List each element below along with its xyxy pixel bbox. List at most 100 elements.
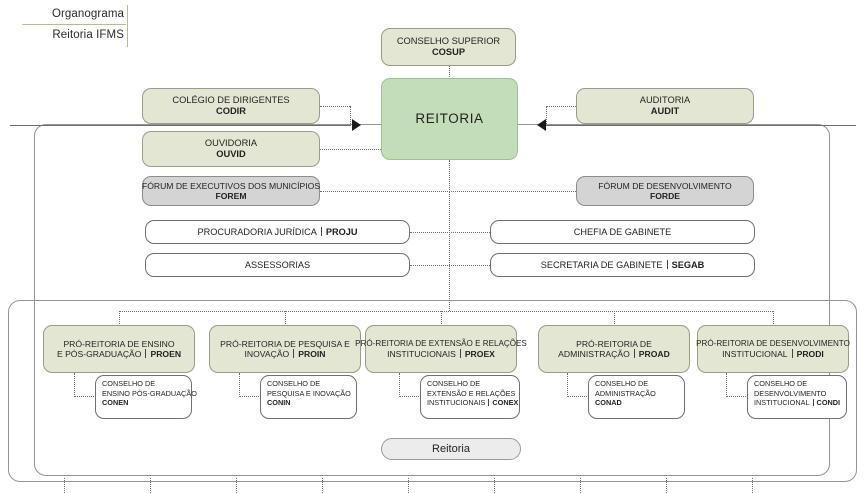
abbr-divider bbox=[791, 348, 793, 358]
node-proju[interactable]: PROCURADORIA JURÍDICA PROJU bbox=[145, 220, 410, 244]
node-conselho-conen[interactable]: CONSELHO DE ENSINO PÓS-GRADUAÇÃO CONEN bbox=[95, 375, 197, 419]
node-conselho-conin[interactable]: CONSELHO DE PESQUISA E INOVAÇÃO CONIN bbox=[260, 375, 357, 419]
node-proju-title: PROCURADORIA JURÍDICA bbox=[197, 226, 317, 237]
node-proen-line2-text: E PÓS-GRADUAÇÃO bbox=[56, 349, 142, 359]
node-chefia-de-gabinete[interactable]: CHEFIA DE GABINETE bbox=[490, 220, 755, 244]
connector-audit-vertical bbox=[546, 106, 547, 126]
connector-conselho-v-3 bbox=[567, 373, 568, 397]
connector-bottom-drop-2 bbox=[236, 478, 237, 493]
node-conen-line1: CONSELHO DE bbox=[102, 379, 156, 388]
node-cosup[interactable]: CONSELHO SUPERIOR COSUP bbox=[381, 28, 516, 66]
node-forem[interactable]: FÓRUM DE EXECUTIVOS DOS MUNICÍPIOS FOREM bbox=[142, 176, 320, 206]
node-condi-line3: INSTITUCIONAL CONDI bbox=[754, 398, 840, 408]
node-proex-line2-text: INSTITUCIONAIS bbox=[387, 348, 456, 359]
node-prodi-line1: PRÓ-REITORIA DE DESENVOLVIMENTO bbox=[696, 339, 850, 349]
connector-forem-vertical bbox=[449, 160, 450, 192]
node-condi-line1: CONSELHO DE bbox=[754, 379, 808, 388]
abbr-divider bbox=[812, 399, 814, 407]
connector-bottom-drop-4 bbox=[408, 478, 409, 493]
header-vertical-divider bbox=[127, 5, 128, 47]
node-forde-abbr: FORDE bbox=[649, 191, 681, 201]
connector-pro-drop-1 bbox=[285, 311, 286, 326]
node-proen-abbr: PROEN bbox=[150, 349, 182, 359]
connector-conselho-v-2 bbox=[399, 373, 400, 397]
node-proad-line1: PRÓ-REITORIA DE bbox=[576, 338, 652, 349]
node-audit[interactable]: AUDITORIA AUDIT bbox=[576, 88, 754, 124]
node-proex-line1: PRÓ-REITORIA DE EXTENSÃO E RELAÇÕES bbox=[355, 339, 527, 349]
abbr-divider bbox=[666, 259, 668, 269]
node-conselho-conex[interactable]: CONSELHO DE EXTENSÃO E RELAÇÕES INSTITUC… bbox=[420, 375, 520, 419]
connector-conselho-h-1 bbox=[239, 396, 261, 397]
header-divider bbox=[22, 24, 126, 25]
node-audit-title: AUDITORIA bbox=[639, 95, 691, 106]
connector-ouvid-reitoria bbox=[320, 149, 381, 150]
connector-proju-chefia bbox=[410, 232, 490, 233]
node-conselho-conad[interactable]: CONSELHO DE ADMINISTRAÇÃO CONAD bbox=[588, 375, 685, 419]
abbr-divider bbox=[293, 349, 295, 358]
node-codir-title: COLÉGIO DE DIRIGENTES bbox=[172, 95, 290, 106]
connector-assessorias-segab bbox=[410, 265, 490, 266]
connector-bottom-drop-0 bbox=[64, 478, 65, 493]
node-pro-reitoria-proen[interactable]: PRÓ-REITORIA DE ENSINO E PÓS-GRADUAÇÃO PR… bbox=[43, 325, 195, 373]
connector-audit-dotted bbox=[546, 106, 576, 107]
connector-bottom-drop-1 bbox=[150, 478, 151, 493]
connector-codir-vertical bbox=[350, 106, 351, 126]
connector-pro-drop-2 bbox=[441, 311, 442, 326]
node-reitoria[interactable]: REITORIA bbox=[381, 78, 518, 160]
node-condi-abbr: CONDI bbox=[816, 398, 841, 408]
node-conin-abbr: CONIN bbox=[267, 398, 291, 408]
frame-inner-pro-reitorias bbox=[8, 300, 857, 482]
node-conselho-condi[interactable]: CONSELHO DE DESENVOLVIMENTO INSTITUCIONA… bbox=[747, 375, 847, 419]
node-prodi-line2-text: INSTITUCIONAL bbox=[722, 348, 788, 359]
node-condi-line3-text: INSTITUCIONAL bbox=[754, 398, 810, 408]
connector-cosup-reitoria bbox=[449, 66, 450, 79]
connector-conselho-h-0 bbox=[74, 396, 96, 397]
node-conex-line2: EXTENSÃO E RELAÇÕES bbox=[427, 388, 516, 398]
node-codir-abbr: CODIR bbox=[216, 106, 246, 116]
node-proen-line1: PRÓ-REITORIA DE ENSINO bbox=[63, 338, 175, 349]
node-proex-line2: INSTITUCIONAIS PROEX bbox=[387, 348, 495, 359]
node-conad-line1: CONSELHO DE bbox=[595, 379, 649, 388]
connector-conselho-v-4 bbox=[726, 373, 727, 397]
connector-conselho-v-1 bbox=[239, 373, 240, 397]
node-ouvid-title: OUVIDORIA bbox=[204, 138, 258, 149]
node-segab-abbr: SEGAB bbox=[671, 259, 705, 270]
node-conex-line1: CONSELHO DE bbox=[427, 379, 481, 388]
node-pro-reitoria-prodi[interactable]: PRÓ-REITORIA DE DESENVOLVIMENTO INSTITUC… bbox=[696, 325, 850, 373]
node-proex-abbr: PROEX bbox=[464, 348, 495, 359]
node-segab[interactable]: SECRETARIA DE GABINETE SEGAB bbox=[490, 253, 755, 277]
node-ouvid[interactable]: OUVIDORIA OUVID bbox=[142, 131, 320, 167]
connector-forde bbox=[449, 191, 576, 192]
reitoria-pill-label: Reitoria bbox=[432, 443, 470, 455]
node-chefia-title: CHEFIA DE GABINETE bbox=[573, 226, 672, 237]
connector-pro-bus bbox=[119, 311, 773, 312]
node-forde[interactable]: FÓRUM DE DESENVOLVIMENTO FORDE bbox=[576, 176, 754, 206]
node-segab-line: SECRETARIA DE GABINETE SEGAB bbox=[540, 259, 705, 271]
node-conen-abbr: CONEN bbox=[102, 398, 129, 408]
node-proin-line1: PRÓ-REITORIA DE PESQUISA E bbox=[220, 338, 350, 349]
node-conad-abbr: CONAD bbox=[595, 398, 622, 408]
node-pro-reitoria-proex[interactable]: PRÓ-REITORIA DE EXTENSÃO E RELAÇÕES INST… bbox=[355, 325, 527, 373]
abbr-divider bbox=[459, 348, 461, 358]
node-codir[interactable]: COLÉGIO DE DIRIGENTES CODIR bbox=[142, 88, 320, 124]
abbr-divider bbox=[488, 399, 490, 407]
node-proju-abbr: PROJU bbox=[325, 226, 358, 237]
node-segab-title: SECRETARIA DE GABINETE bbox=[540, 259, 663, 270]
connector-bottom-drop-6 bbox=[580, 478, 581, 493]
node-assessorias[interactable]: ASSESSORIAS bbox=[145, 253, 410, 277]
node-conex-abbr: CONEX bbox=[492, 398, 519, 408]
node-reitoria-footer-pill[interactable]: Reitoria bbox=[381, 438, 521, 460]
connector-audit-reitoria bbox=[546, 125, 856, 126]
node-cosup-abbr: COSUP bbox=[431, 47, 466, 57]
node-ouvid-abbr: OUVID bbox=[216, 149, 246, 159]
abbr-divider bbox=[633, 349, 635, 358]
node-forem-title: FÓRUM DE EXECUTIVOS DOS MUNICÍPIOS bbox=[141, 180, 321, 191]
connector-codir-reitoria bbox=[10, 125, 350, 126]
header-logo: Organograma Reitoria IFMS bbox=[18, 4, 128, 48]
node-proad-line2-text: ADMINISTRAÇÃO bbox=[558, 349, 630, 359]
